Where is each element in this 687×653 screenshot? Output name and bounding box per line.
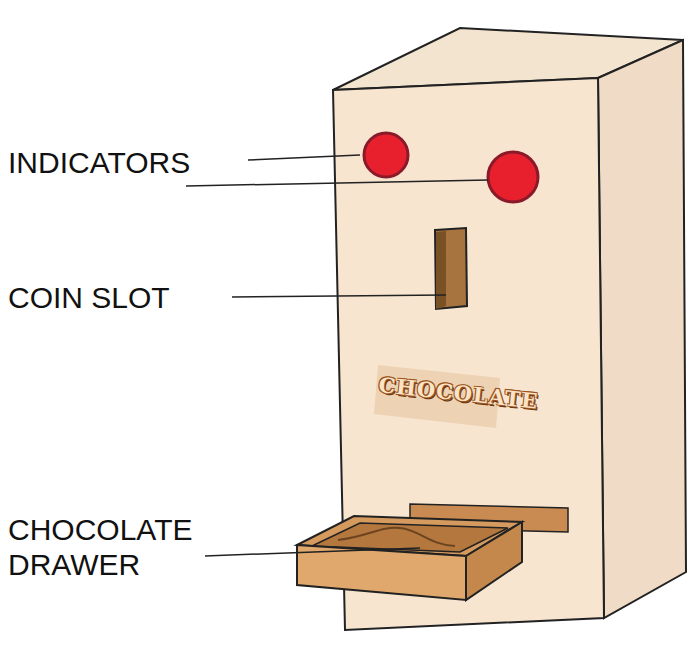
part-label: INDICATORS	[8, 146, 248, 181]
drawer-side	[466, 522, 522, 600]
drawer-front	[297, 545, 466, 600]
drawer-curve	[338, 528, 455, 546]
coin-slot-shadow	[436, 231, 446, 309]
leader-line	[232, 295, 446, 297]
indicator-light	[488, 152, 538, 202]
indicator-light	[364, 133, 408, 177]
part-label: COIN SLOT	[8, 281, 238, 316]
leader-line	[186, 180, 488, 186]
leader-line	[248, 155, 360, 160]
machine-side	[598, 40, 686, 618]
part-label: CHOCOLATE DRAWER	[8, 513, 208, 582]
leader-line	[205, 548, 420, 556]
coin-slot	[435, 228, 467, 309]
